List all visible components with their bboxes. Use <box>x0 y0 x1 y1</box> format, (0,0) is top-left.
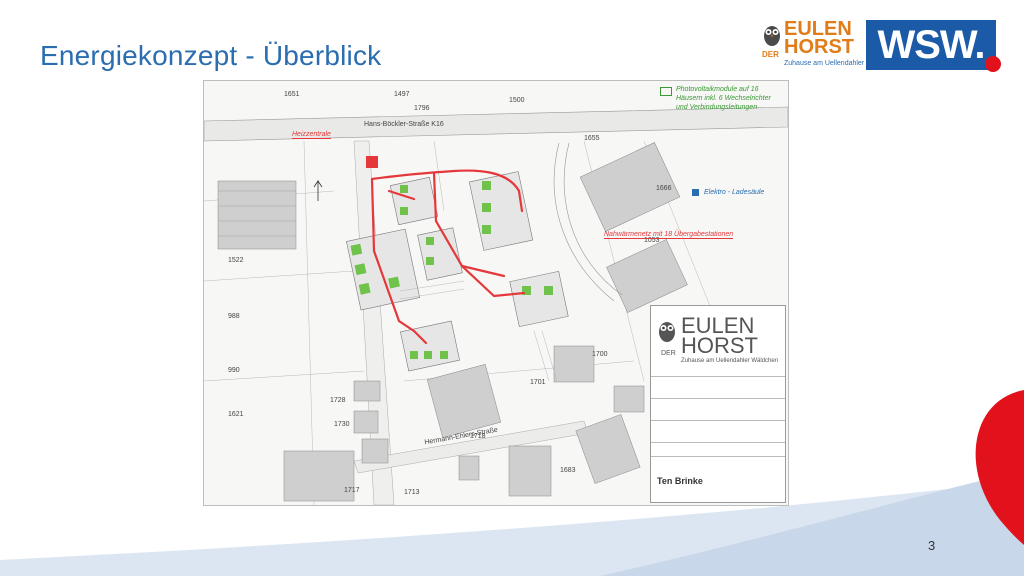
parcel-1717: 1717 <box>344 487 360 494</box>
parcel-988: 988 <box>228 313 240 320</box>
parcel-1655: 1655 <box>584 135 600 142</box>
parcel-1666: 1666 <box>656 185 672 192</box>
neighbor-buildings <box>217 142 688 502</box>
red-arc <box>975 390 1024 545</box>
parcel-1730: 1730 <box>334 421 350 428</box>
title-block-row <box>651 420 785 441</box>
title-block-owl-icon <box>659 322 675 342</box>
parcel-1522: 1522 <box>228 257 244 264</box>
note-heizzentrale: Heizzentrale <box>292 131 331 139</box>
title-block-row <box>651 398 785 419</box>
logo-der: DER <box>762 50 779 59</box>
parcel-1500: 1500 <box>509 97 525 104</box>
wsw-logo-dot <box>985 56 1001 72</box>
title-block-der: DER <box>661 350 676 357</box>
logo-horst: HORST <box>784 36 854 58</box>
ten-brinke-logo: Ten Brinke <box>657 476 703 486</box>
pv-legend-box <box>660 87 672 96</box>
note-nahwaerme: Nahwärmenetz mit 18 Übergabestationen <box>604 231 734 239</box>
parcel-1053: 1053 <box>644 237 660 244</box>
parcel-1700: 1700 <box>592 351 608 358</box>
note-elektro: Elektro - Ladesäule <box>704 189 765 196</box>
parcel-1497: 1497 <box>394 91 410 98</box>
note-pv: Photovoltaikmodule auf 16 Häusern inkl. … <box>676 86 771 111</box>
parcel-1718: 1718 <box>470 433 486 440</box>
slide-title: Energiekonzept - Überblick <box>40 40 382 71</box>
title-block-row <box>651 376 785 397</box>
site-plan: Hans-Böckler-Straße K16 Hermann-Ehlers-S… <box>203 80 789 506</box>
owl-icon <box>764 26 780 46</box>
logo-tagline: Zuhause am Uellendahler Wäldchen <box>784 60 898 67</box>
parcel-1651: 1651 <box>284 91 300 98</box>
title-block-horst: HORST <box>681 333 758 358</box>
elektro-legend-marker <box>692 189 699 196</box>
site-plan-drawing <box>204 106 788 505</box>
wsw-logo: WSW. <box>866 20 996 70</box>
title-block-tagline: Zuhause am Uellendahler Wäldchen <box>681 358 779 364</box>
title-block-eulen: EULEN <box>681 313 755 338</box>
parking-stripes <box>399 280 558 382</box>
page-number: 3 <box>928 538 936 553</box>
title-block: DER EULEN HORST Zuhause am Uellendahler … <box>650 305 786 503</box>
logo-eulen: EULEN <box>784 18 852 40</box>
parcel-1713: 1713 <box>404 489 420 496</box>
hatch <box>218 190 296 237</box>
parcel-990: 990 <box>228 367 240 374</box>
north-arrow-icon <box>313 179 323 201</box>
title-block-row <box>651 442 785 455</box>
heating-center-marker <box>366 156 378 168</box>
eulenhorst-logo: DER EULEN HORST Zuhause am Uellendahler … <box>760 18 897 72</box>
parcel-1728: 1728 <box>330 397 346 404</box>
heating-network <box>370 169 526 345</box>
parcel-1683: 1683 <box>560 467 576 474</box>
parcel-1621: 1621 <box>228 411 244 418</box>
parcel-1796: 1796 <box>414 105 430 112</box>
street-top-label: Hans-Böckler-Straße K16 <box>364 121 444 128</box>
light-blue-wave-2 <box>600 470 1024 576</box>
title-block-row <box>651 456 785 471</box>
road-top <box>204 106 788 142</box>
parcel-1701: 1701 <box>530 379 546 386</box>
